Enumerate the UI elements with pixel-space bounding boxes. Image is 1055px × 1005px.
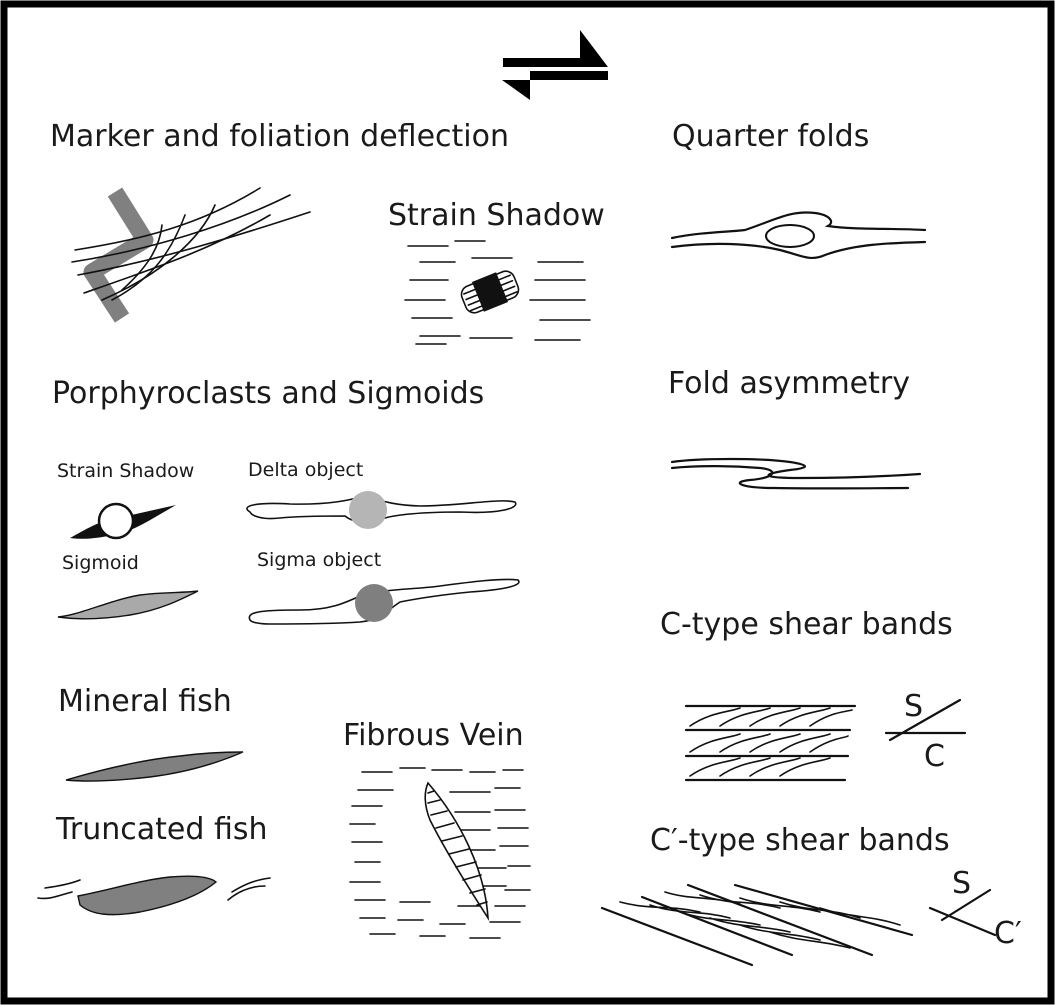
- quarter-folds-title: Quarter folds: [672, 119, 869, 154]
- mineral-fish-title: Mineral fish: [58, 684, 232, 719]
- delta-object-label: Delta object: [248, 459, 363, 481]
- s-label-2: S: [952, 866, 971, 901]
- fold-asymmetry-title: Fold asymmetry: [668, 366, 910, 401]
- porphyroclasts-title: Porphyroclasts and Sigmoids: [52, 376, 484, 411]
- strain-shadow-small-label: Strain Shadow: [57, 460, 194, 482]
- c-label: C: [924, 739, 945, 774]
- c-prime-label: C′: [994, 916, 1022, 951]
- c-type-title: C-type shear bands: [660, 607, 953, 642]
- s-label-1: S: [904, 689, 923, 724]
- sigmoid-label: Sigmoid: [62, 552, 139, 574]
- strain-shadow-title: Strain Shadow: [388, 198, 605, 233]
- fibrous-vein-title: Fibrous Vein: [343, 718, 524, 753]
- sigma-object-label: Sigma object: [257, 549, 381, 571]
- truncated-fish-title: Truncated fish: [55, 812, 268, 847]
- c-prime-type-title: C′-type shear bands: [650, 823, 950, 858]
- marker-deflection-title: Marker and foliation deflection: [50, 119, 509, 154]
